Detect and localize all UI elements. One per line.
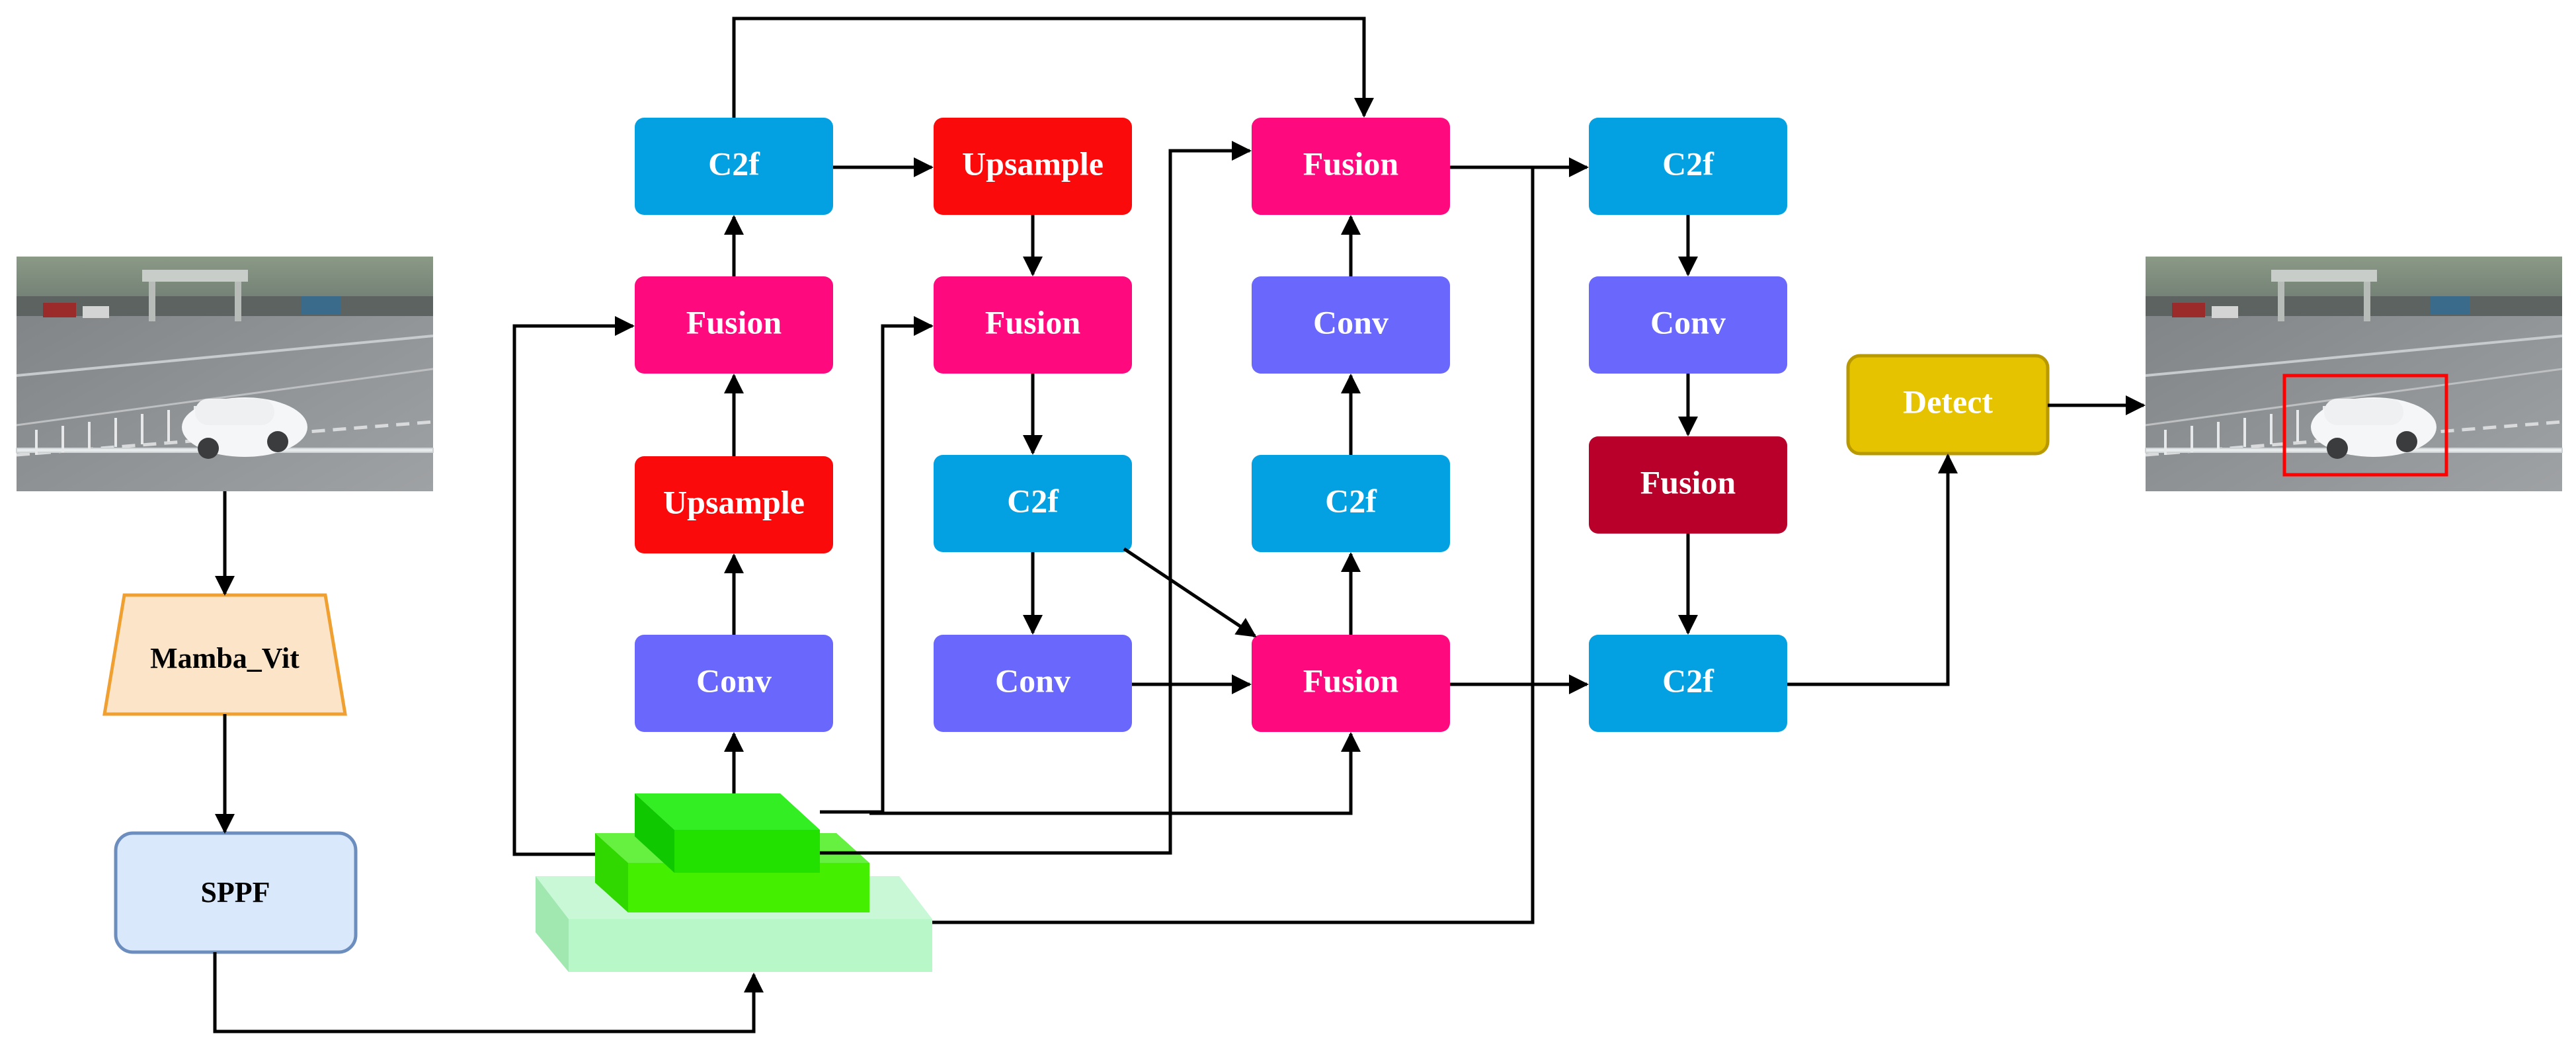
detect-label: Detect <box>1903 383 1993 420</box>
upsample-top-block: Upsample <box>934 118 1132 215</box>
edge-sppf-to-stack <box>213 952 764 1033</box>
conv-left-label: Conv <box>696 662 772 699</box>
fusion-mid-label: Fusion <box>985 303 1081 341</box>
feature-pyramid <box>536 793 932 972</box>
edge-stack-to-fusion-left <box>512 316 635 856</box>
fusion-left-block: Fusion <box>635 276 833 374</box>
conv-mid-label: Conv <box>995 662 1070 699</box>
edge-c2f-mid-to-fusion-bottom <box>1123 547 1257 638</box>
mamba-vit-label: Mamba_Vit <box>150 642 300 674</box>
conv-col4-block: Conv <box>1589 276 1787 374</box>
mamba-vit-block: Mamba_Vit <box>102 593 347 716</box>
c2f-col4-bottom-block: C2f <box>1589 635 1787 732</box>
c2f-col3-block: C2f <box>1252 455 1450 552</box>
fusion-top-right-block: Fusion <box>1252 118 1450 215</box>
upsample-left-block: Upsample <box>635 456 833 553</box>
c2f-col4-top-block: C2f <box>1589 118 1787 215</box>
fusion-top-right-label: Fusion <box>1303 145 1399 182</box>
fusion-col4-block: Fusion <box>1589 436 1787 534</box>
c2f-mid-label: C2f <box>1007 482 1059 519</box>
c2f-mid-block: C2f <box>934 455 1132 552</box>
c2f-col3-label: C2f <box>1325 482 1377 519</box>
fusion-left-label: Fusion <box>686 303 782 341</box>
c2f-top-label: C2f <box>708 145 760 182</box>
fusion-bottom-label: Fusion <box>1303 662 1399 699</box>
edge-stack-to-fusion-top-right <box>820 141 1252 855</box>
edge-stack-to-right-bus <box>932 167 1535 924</box>
conv-col3-label: Conv <box>1313 303 1389 341</box>
conv-col3-block: Conv <box>1252 276 1450 374</box>
edge-stack-to-fusion-bottom <box>869 732 1361 815</box>
edges <box>213 17 2146 1033</box>
edge-stack-to-fusion-mid <box>820 316 934 814</box>
detect-block: Detect <box>1846 354 2050 456</box>
sppf-label: SPPF <box>200 876 270 908</box>
upsample-top-label: Upsample <box>962 145 1104 182</box>
conv-col4-label: Conv <box>1650 303 1726 341</box>
sppf-block: SPPF <box>114 831 358 954</box>
upsample-left-label: Upsample <box>663 483 805 520</box>
edge-c2f-col4-bottom-to-detect <box>1787 454 1958 686</box>
fusion-col4-label: Fusion <box>1640 464 1736 501</box>
edge-c2f-top-to-fusion-top-right <box>732 17 1374 118</box>
output-image <box>2146 257 2562 491</box>
input-image <box>17 257 433 491</box>
fusion-bottom-block: Fusion <box>1252 635 1450 732</box>
c2f-col4-top-label: C2f <box>1662 145 1714 182</box>
detection-box <box>2282 374 2448 477</box>
c2f-col4-bottom-label: C2f <box>1662 662 1714 699</box>
conv-mid-block: Conv <box>934 635 1132 732</box>
conv-left-block: Conv <box>635 635 833 732</box>
fusion-mid-block: Fusion <box>934 276 1132 374</box>
c2f-top-block: C2f <box>635 118 833 215</box>
